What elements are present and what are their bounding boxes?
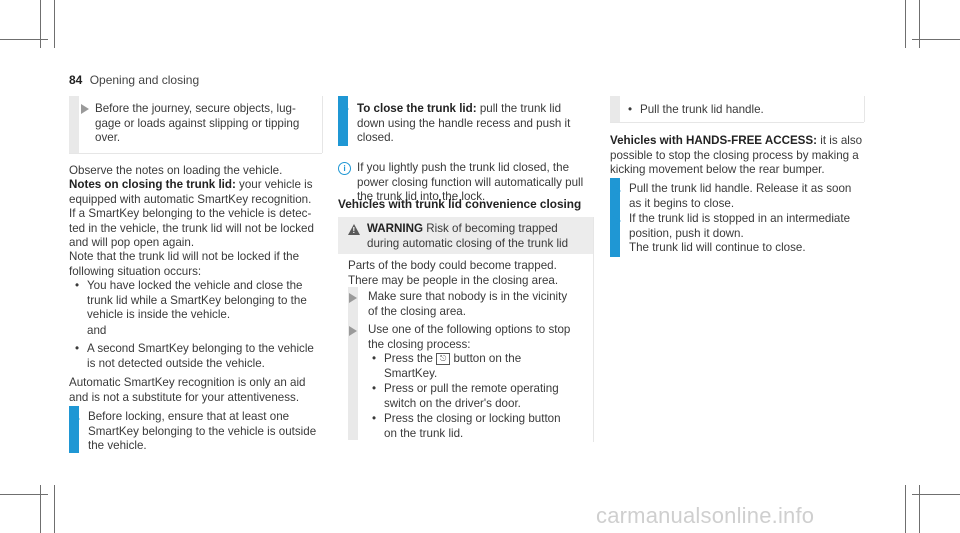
list-item: You have locked the vehicle and close th… [75,279,307,323]
pull-handle-step: Pull the trunk lid handle. Release it as… [629,182,852,210]
situation-note: Note that the trunk lid will not be lock… [69,250,300,278]
section-title: Opening and closing [89,73,200,87]
warning-label: WARNING [367,222,424,235]
crop-mark [912,39,960,40]
notes-heading: Notes on closing the trunk lid: [69,178,236,191]
warning-body: Parts of the body could become trapped. … [348,259,559,287]
box-bottom-border [69,153,322,154]
step-arrow-icon [72,414,80,424]
section-heading: Vehicles with trunk lid convenience clos… [338,197,582,211]
list-item: A second SmartKey belonging to the vehic… [75,342,314,371]
smartkey-trunk-icon: ⎋ [436,352,451,365]
step-arrow-icon [349,326,357,336]
crop-mark [0,39,48,40]
step-arrow-icon [341,104,349,114]
warning-title: WARNING Risk of becoming trapped during … [367,222,569,250]
crop-mark [919,485,920,533]
list-item: Press the closing or locking button on t… [372,412,561,441]
warning-exclamation: ! [352,226,356,235]
step-arrow-icon [613,186,621,196]
watermark: carmanualsonline.info [596,503,815,528]
list-item: Press the ⎋ button on the SmartKey. [372,352,521,381]
page-header: 84 Opening and closing [69,73,199,87]
crop-mark [40,0,41,48]
aid-note: Automatic SmartKey recognition is only a… [69,376,306,404]
warning-right-border [593,217,594,442]
box-left-bar [69,96,79,153]
box-bottom-border [610,122,864,123]
warning-icon [348,224,360,235]
crop-mark [905,0,906,48]
step-arrow-icon [613,216,621,226]
crop-mark [905,485,906,533]
step-left-bar [69,406,79,453]
crop-mark [54,485,55,533]
step-left-bar [338,96,348,146]
info-note: If you lightly push the trunk lid closed… [357,161,584,204]
intermediate-step: If the trunk lid is stopped in an interm… [629,212,851,255]
and-connector: and [87,324,107,337]
step-arrow-icon [349,293,357,303]
box-right-border [322,96,323,153]
step-heading: To close the trunk lid: [357,102,477,115]
crop-mark [912,494,960,495]
loading-note: Observe the notes on loading the vehicle… [69,164,283,177]
crop-mark [919,0,920,48]
notes-closing-paragraph: Notes on closing the trunk lid: your veh… [69,178,314,250]
vicinity-step: Make sure that nobody is in the vicinity… [368,290,568,318]
crop-mark [40,485,41,533]
page-number: 84 [69,73,83,87]
warning-header [338,217,593,254]
crop-mark [54,0,55,48]
warning-step-bar [348,287,358,440]
locking-step: Before locking, ensure that at least one… [88,410,317,453]
list-item: Pull the trunk lid handle. [628,103,764,118]
box-right-border [864,96,865,122]
hands-free-heading: Vehicles with HANDS-FREE ACCESS: [610,134,818,147]
list-item: Press or pull the remote operating switc… [372,382,559,411]
hands-free-paragraph: Vehicles with HANDS-FREE ACCESS: it is a… [610,134,863,177]
secure-objects-step: Before the journey, secure objects, lug-… [95,102,300,145]
info-icon: i [338,162,351,175]
step-arrow-icon [81,104,89,114]
step-left-bar [610,208,620,257]
crop-mark [0,494,48,495]
close-trunk-step: To close the trunk lid: pull the trunk l… [357,102,571,145]
stop-options-step: Use one of the following options to stop… [368,323,571,351]
box-left-bar [610,96,620,122]
